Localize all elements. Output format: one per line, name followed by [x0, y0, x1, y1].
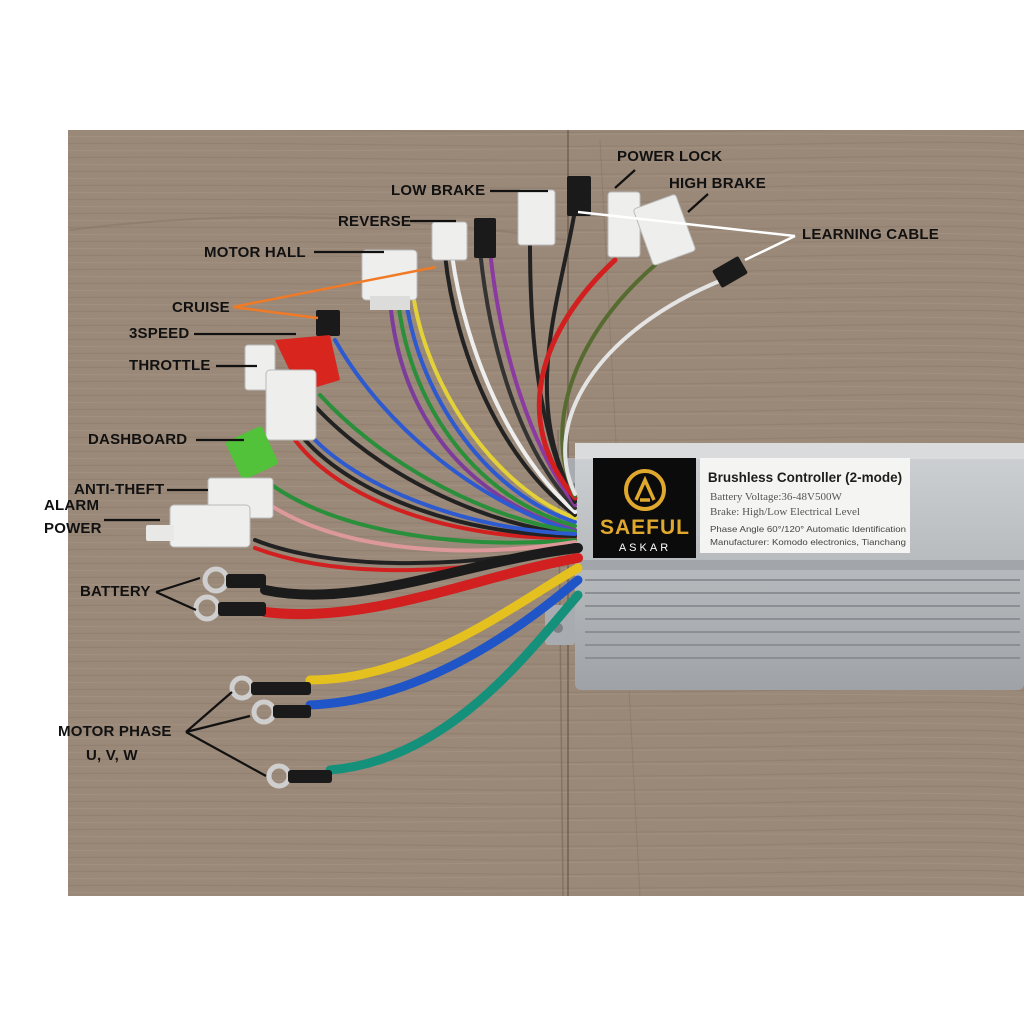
label-motor-phase: MOTOR PHASE [58, 723, 172, 740]
product-label-line3: Phase Angle 60°/120° Automatic Identific… [710, 524, 906, 534]
label-power: POWER [44, 520, 102, 537]
logo-sub-text: ASKAR [619, 542, 671, 554]
label-throttle: THROTTLE [129, 357, 211, 374]
low-brake-connector [517, 189, 556, 246]
arrow-battery-1 [155, 576, 201, 594]
label-anti-theft: ANTI-THEFT [74, 481, 165, 498]
logo-brand-text: SAEFUL [600, 516, 690, 539]
product-label: Brushless Controller (2-mode) Battery Vo… [700, 458, 910, 553]
product-label-line4: Manufacturer: Komodo electronics, Tianch… [710, 537, 906, 547]
label-high-brake: HIGH BRAKE [669, 175, 767, 192]
brand-logo: SAEFUL ASKAR [593, 458, 696, 558]
product-label-title: Brushless Controller (2-mode) [708, 470, 902, 485]
arrow-learning-cable-1 [577, 210, 796, 238]
label-low-brake: LOW BRAKE [391, 182, 486, 199]
annotation-arrows [104, 169, 796, 777]
product-label-line1: Battery Voltage:36-48V500W [710, 491, 842, 503]
arrow-phase-v [185, 714, 251, 734]
power-lock-connector [607, 191, 641, 258]
high-brake-connector [633, 194, 696, 266]
arrow-phase-u [185, 691, 233, 733]
reverse-connector [431, 221, 468, 261]
label-reverse: REVERSE [338, 213, 412, 230]
label-motor-phase-uvw: U, V, W [86, 747, 138, 764]
power-wires [260, 543, 583, 775]
arrow-learning-cable-2 [744, 234, 796, 262]
label-learning-cable: LEARNING CABLE [802, 226, 939, 243]
connectors [146, 176, 748, 548]
arrow-cruise-1 [232, 265, 437, 309]
signal-wire-bundle [253, 208, 724, 573]
three-speed-connector [316, 310, 340, 336]
label-power-lock: POWER LOCK [617, 148, 723, 165]
heatsink-fins [585, 579, 1020, 659]
throttle-connector [265, 369, 317, 441]
learning-connector-upper [567, 176, 591, 216]
arrow-high-brake [687, 193, 709, 213]
label-three-speed: 3SPEED [129, 325, 190, 342]
label-dashboard: DASHBOARD [88, 431, 188, 448]
label-alarm: ALARM [44, 497, 100, 514]
cruise-connector-upper [474, 218, 496, 258]
alarm-power-connector [169, 504, 251, 548]
product-label-line2: Brake: High/Low Electrical Level [710, 506, 860, 518]
label-motor-hall: MOTOR HALL [204, 244, 306, 261]
arrow-phase-w [185, 731, 267, 777]
learning-connector-lower [712, 256, 748, 288]
label-cruise: CRUISE [172, 299, 230, 316]
logo-mark-icon [624, 469, 666, 511]
arrow-battery-2 [155, 590, 197, 612]
arrow-power-lock [614, 169, 636, 189]
ring-terminals [193, 566, 332, 789]
arrow-cruise-2 [232, 305, 319, 320]
throttle-red-connector [275, 335, 340, 392]
label-battery: BATTERY [80, 583, 151, 600]
